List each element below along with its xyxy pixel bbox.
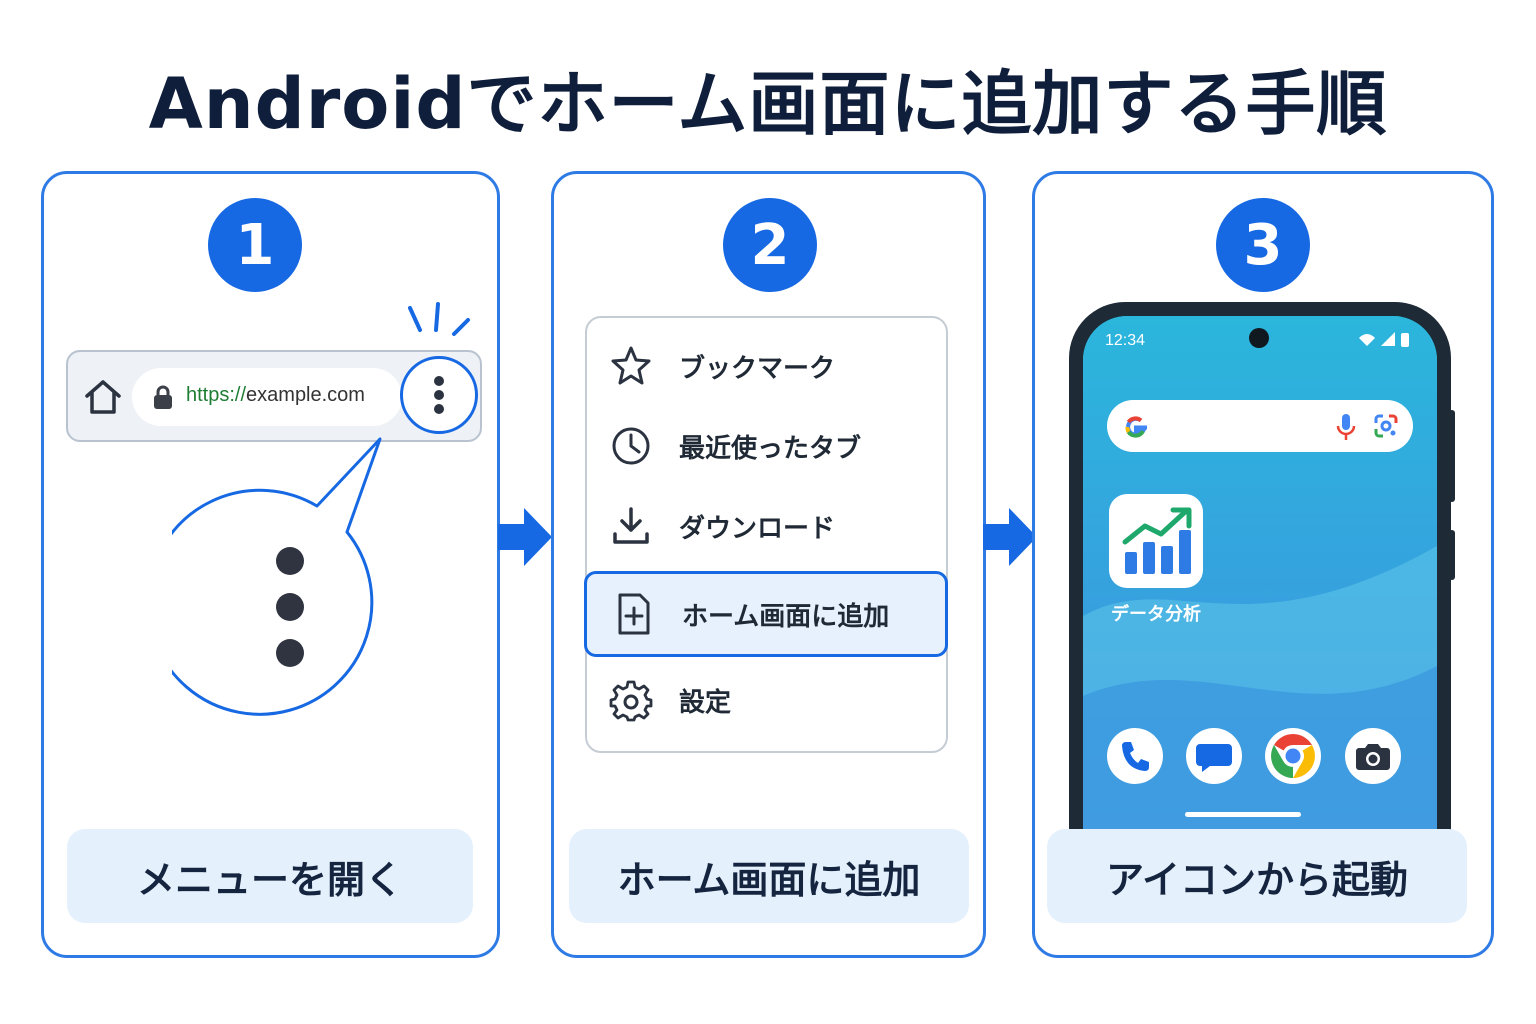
menu-item-add-to-home[interactable]: ホーム画面に追加 [584, 571, 948, 657]
menu-item-settings[interactable]: 設定 [587, 660, 945, 740]
menu-item-recent-tabs[interactable]: 最近使ったタブ [587, 406, 945, 486]
gear-icon [609, 680, 653, 722]
add-to-home-icon [618, 593, 650, 635]
phone-side-button [1449, 530, 1455, 580]
arrow-right-icon [498, 508, 552, 566]
dock-camera-app[interactable] [1345, 728, 1401, 784]
url-field[interactable]: https://example.com [132, 368, 402, 426]
star-icon [611, 346, 651, 385]
battery-icon [1401, 333, 1409, 347]
app-label: データ分析 [1111, 604, 1201, 625]
zoom-callout [172, 437, 382, 716]
menu-item-label: ブックマーク [679, 353, 836, 384]
signal-icon [1381, 332, 1395, 346]
status-icons [1359, 332, 1409, 347]
chart-growth-icon [1122, 507, 1192, 574]
microphone-icon[interactable] [1335, 412, 1357, 442]
chrome-icon [1271, 734, 1315, 778]
browser-menu: ブックマーク 最近使ったタブ ダウンロード ホーム画面に追加 [584, 316, 948, 753]
page-title: Androidでホーム画面に追加する手順 [148, 63, 1388, 145]
messages-icon [1196, 744, 1232, 772]
home-indicator[interactable] [1185, 812, 1301, 817]
dot-2 [276, 593, 304, 621]
menu-item-label: 最近使ったタブ [679, 433, 862, 464]
step-panel-2: 2 ブックマーク 最近使ったタブ ダウンロード [551, 171, 986, 958]
url-scheme: https:// [186, 384, 247, 406]
url-text: https://example.com [186, 384, 365, 407]
menu-item-label: ダウンロード [679, 513, 836, 544]
wifi-icon [1359, 334, 1375, 346]
clock-icon [612, 427, 650, 465]
data-analysis-app-icon[interactable] [1109, 494, 1203, 588]
menu-item-label: ホーム画面に追加 [682, 601, 890, 632]
arrow-right-icon [983, 508, 1037, 566]
step-panel-3: 3 12:34 [1032, 171, 1494, 958]
android-phone: 12:34 [1069, 302, 1451, 842]
step-caption-3: アイコンから起動 [1047, 829, 1467, 923]
status-time: 12:34 [1105, 332, 1146, 349]
menu-item-label: 設定 [679, 687, 732, 718]
menu-item-bookmarks[interactable]: ブックマーク [587, 326, 945, 406]
url-host: example.com [246, 384, 365, 406]
step-panel-1: 1 https://example.com [41, 171, 500, 958]
step-number-1: 1 [208, 198, 302, 292]
dot-3 [276, 639, 304, 667]
lock-icon [154, 385, 172, 409]
step-caption-1: メニューを開く [67, 829, 473, 923]
dot-1 [276, 547, 304, 575]
step-number-3: 3 [1216, 198, 1310, 292]
more-vert-icon [434, 376, 444, 414]
google-logo-icon [1125, 416, 1147, 438]
tap-spark-icon [408, 302, 470, 336]
phone-icon [1122, 742, 1149, 771]
overflow-menu-button[interactable] [400, 356, 478, 434]
browser-address-bar: https://example.com [66, 350, 482, 442]
dock-chrome-app[interactable] [1265, 728, 1321, 784]
dock-messages-app[interactable] [1186, 728, 1242, 784]
step-caption-2: ホーム画面に追加 [569, 829, 969, 923]
google-search-bar[interactable] [1107, 400, 1413, 452]
download-icon [613, 507, 649, 544]
step-number-2: 2 [723, 198, 817, 292]
menu-item-downloads[interactable]: ダウンロード [587, 486, 945, 566]
phone-side-button [1449, 410, 1455, 502]
home-icon[interactable] [80, 374, 126, 420]
phone-home-screen: 12:34 [1083, 316, 1437, 842]
camera-icon [1356, 744, 1390, 770]
lens-icon[interactable] [1373, 413, 1399, 439]
front-camera [1249, 328, 1269, 348]
dock-phone-app[interactable] [1107, 728, 1163, 784]
